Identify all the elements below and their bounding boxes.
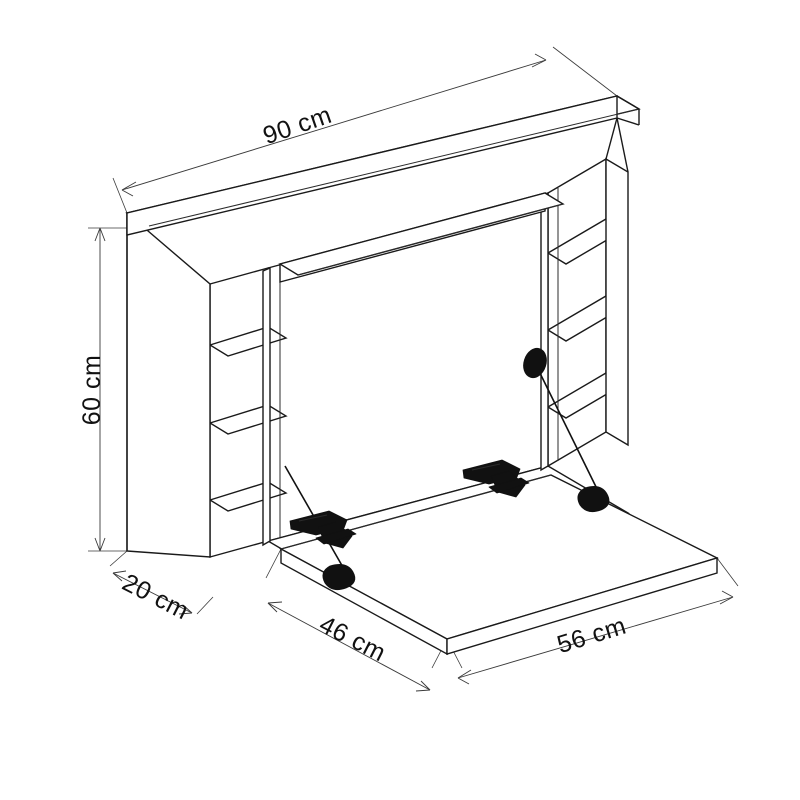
- top-panel-right-corner: [616, 95, 640, 110]
- left-side-panel: [126, 211, 211, 558]
- gas-strut-right-rod: [534, 362, 602, 498]
- dimension-label-depth: 20 cm: [118, 568, 194, 625]
- hinge-left-detail: [298, 514, 328, 522]
- desktop-front-edge: [446, 557, 718, 655]
- center-shelf-back-edge: [297, 203, 564, 276]
- gas-strut-right-foot: [577, 486, 610, 513]
- dim-arrow-a-46: [267, 601, 283, 613]
- dimension-label-height: 60 cm: [78, 355, 106, 426]
- hinge-center-detail: [471, 463, 501, 471]
- gas-strut-left-foot: [322, 564, 356, 591]
- dim-arrow-b-46: [415, 680, 431, 692]
- right-panel-top-link: [616, 117, 629, 173]
- left-divider: [262, 266, 271, 547]
- right-panel-top-link-inner: [605, 117, 618, 160]
- right-side-panel: [605, 157, 629, 447]
- dim-ext-a-46: [265, 548, 282, 579]
- top-panel-right-bottom: [616, 117, 640, 126]
- dimension-label-width: 90 cm: [259, 101, 335, 150]
- dim-arrow-top-60: [94, 227, 106, 242]
- gas-strut-right: [523, 347, 610, 513]
- dim-ext-b-20: [196, 596, 214, 615]
- dim-line-46: [267, 602, 431, 691]
- dim-line-20: [112, 572, 193, 614]
- dim-ext-left-90: [112, 177, 128, 214]
- hinge-left-base: [315, 528, 357, 545]
- dim-line-90: [121, 59, 547, 191]
- hinge-center-base: [488, 477, 530, 494]
- top-panel-back-edge: [148, 108, 640, 227]
- dimension-label-desk-depth: 46 cm: [315, 610, 391, 667]
- hinge-left: [289, 510, 357, 549]
- dim-arrow-b-20: [178, 604, 193, 615]
- dim-line-56: [457, 596, 734, 679]
- dimension-height-60cm: 60 cm: [78, 227, 127, 552]
- right-divider: [540, 191, 549, 472]
- dim-arrow-b-56: [719, 590, 734, 605]
- dim-arrow-a-20: [112, 570, 127, 582]
- dimension-depth-20cm: 20 cm: [109, 550, 214, 625]
- right-shelves: [546, 218, 626, 419]
- dim-arrow-a-56: [457, 669, 472, 685]
- dim-arrow-right-90: [531, 53, 547, 68]
- dim-ext-b-56: [716, 557, 739, 587]
- dim-arrow-left-90: [121, 181, 137, 197]
- dim-arrow-bottom-60: [94, 537, 106, 552]
- dim-ext-a-20: [109, 550, 128, 567]
- gas-strut-right-cylinder: [523, 347, 547, 379]
- hinge-center: [462, 459, 530, 498]
- dim-ext-right-90: [552, 46, 618, 97]
